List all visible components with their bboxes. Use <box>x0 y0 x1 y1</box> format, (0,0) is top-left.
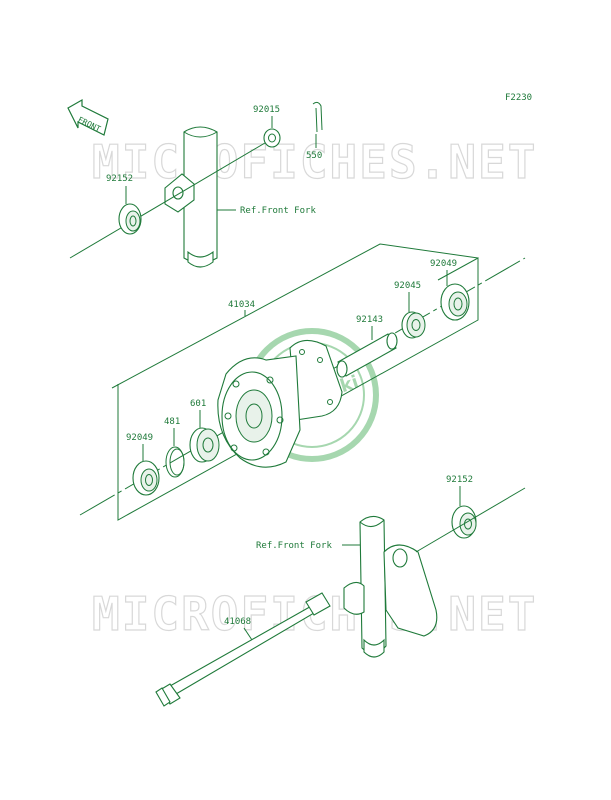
part-92152-collar-top <box>118 203 142 235</box>
part-601-bearing <box>189 427 220 463</box>
part-41034-hub <box>217 339 343 468</box>
label-92152-top: 92152 <box>106 174 133 184</box>
label-92152-bottom: 92152 <box>446 475 473 485</box>
part-92143-spacer <box>336 332 398 378</box>
front-arrow-icon: FRONT <box>67 98 109 136</box>
part-92015-nut <box>263 128 281 148</box>
part-92045-bearing <box>401 311 426 339</box>
label-550: 550 <box>306 151 322 161</box>
part-550-cotter-pin <box>312 101 323 133</box>
label-92049-left: 92049 <box>126 433 153 443</box>
part-92152-collar-bottom <box>451 505 477 539</box>
part-41068-axle <box>155 592 331 707</box>
label-92015: 92015 <box>253 105 280 115</box>
label-92049-right: 92049 <box>430 259 457 269</box>
leader-41068 <box>243 627 253 641</box>
label-481: 481 <box>164 417 180 427</box>
part-481-circlip <box>165 446 185 478</box>
part-92049-seal-left <box>132 460 160 496</box>
part-92049-seal-right <box>440 283 470 321</box>
axle-centerline-top <box>69 139 271 259</box>
label-41034: 41034 <box>228 300 255 310</box>
label-92143: 92143 <box>356 315 383 325</box>
ref-front-fork-top: Ref.Front Fork <box>240 206 316 216</box>
label-92045: 92045 <box>394 281 421 291</box>
ref-front-fork-bottom: Ref.Front Fork <box>256 541 332 551</box>
hub-group-outline <box>111 243 479 521</box>
watermark-top: MICROFICHES.NET <box>92 135 537 189</box>
bottom-front-fork <box>343 515 438 658</box>
axle-centerline-bottom <box>415 487 526 553</box>
diagram-code: F2230 <box>505 93 532 103</box>
label-601: 601 <box>190 399 206 409</box>
label-41068: 41068 <box>224 617 251 627</box>
